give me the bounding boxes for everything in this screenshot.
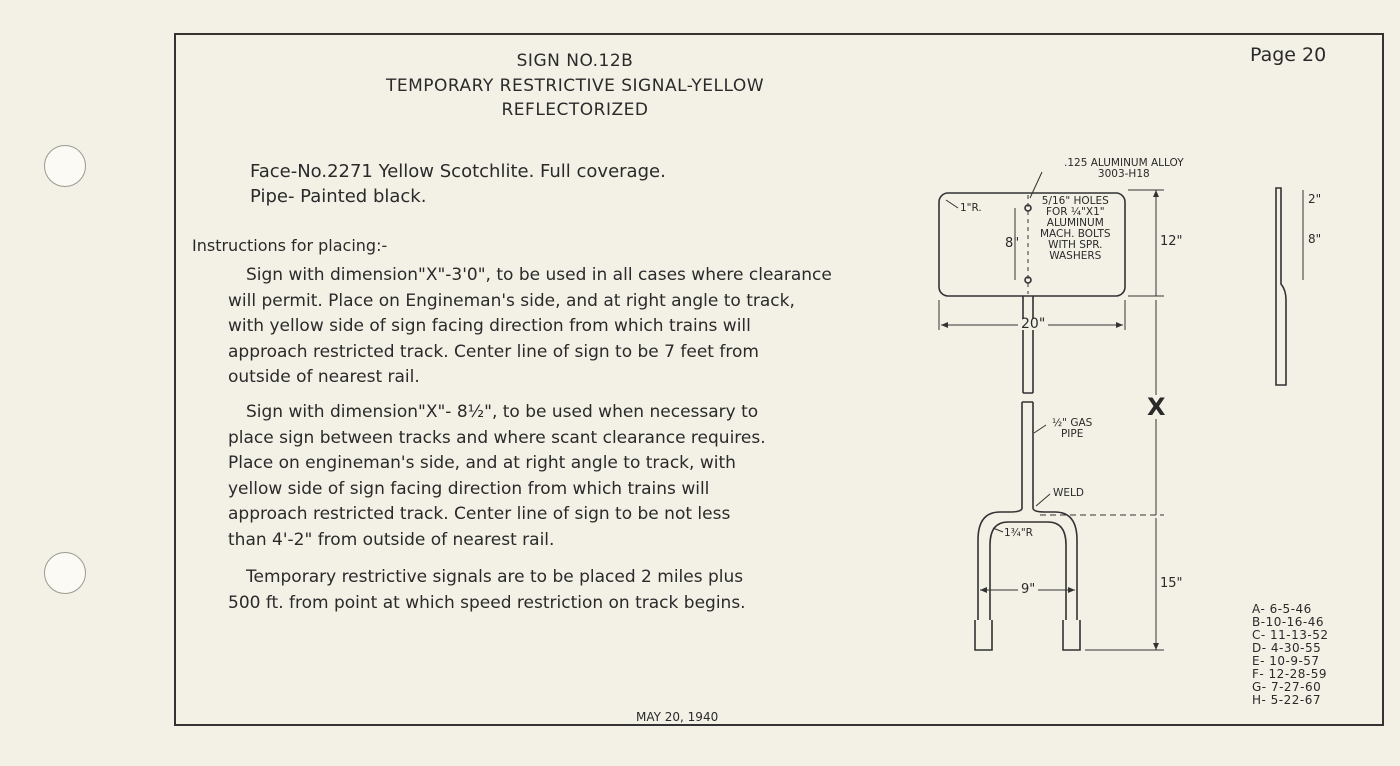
- weld-note: WELD: [1053, 487, 1084, 499]
- instruction-paragraph-1: Sign with dimension"X"-3'0", to be used …: [228, 265, 832, 388]
- dim-x-label: X: [1147, 393, 1166, 421]
- dim-arrow-12-top: [1153, 190, 1159, 197]
- corner-radius-label: 1"R.: [960, 202, 982, 214]
- dim-12-label: 12": [1160, 234, 1183, 249]
- side-dim-2-label: 2": [1308, 192, 1322, 206]
- revision-c: C- 11-13-52: [1252, 628, 1329, 642]
- revision-g: G- 7-27-60: [1252, 680, 1322, 694]
- left-foot: [974, 620, 993, 651]
- revision-h: H- 5-22-67: [1252, 693, 1322, 707]
- punch-hole-top: [44, 145, 86, 187]
- leader-material: [1029, 171, 1043, 199]
- revision-e: E- 10-9-57: [1252, 654, 1320, 668]
- sign-number: SIGN NO.12B: [516, 51, 634, 71]
- dim-9-label: 9": [1018, 583, 1039, 596]
- dim-arrow-15-bottom: [1153, 643, 1159, 650]
- side-dim-8-label: 8": [1308, 232, 1322, 246]
- leader-corner: [945, 199, 959, 209]
- holes-note: 5/16" HOLES FOR ¼"X1" ALUMINUM MACH. BOL…: [1040, 195, 1111, 262]
- dim-arrow-9-left: [980, 587, 987, 593]
- issue-date: MAY 20, 1940: [636, 710, 719, 724]
- dim-arrow-20-right: [1116, 322, 1123, 328]
- dim-arrow-9-right: [1068, 587, 1075, 593]
- bolt-hole-top: [1024, 204, 1032, 212]
- page-number: Page 20: [1250, 44, 1327, 66]
- pipe-note: ½" GAS PIPE: [1052, 417, 1093, 440]
- revision-b: B-10-16-46: [1252, 615, 1325, 629]
- dim-arrow-20-left: [941, 322, 948, 328]
- leader-bend: [992, 527, 1004, 533]
- bend-radius-label: 1¾"R: [1004, 527, 1033, 539]
- dim-15-label: 15": [1160, 576, 1183, 591]
- pipe-lower: [977, 401, 1078, 620]
- sign-subtitle: REFLECTORIZED: [501, 100, 649, 120]
- instructions-heading: Instructions for placing:-: [192, 236, 388, 255]
- pipe-upper: [1022, 296, 1034, 394]
- dim-20-label: 20": [1018, 317, 1049, 331]
- revision-d: D- 4-30-55: [1252, 641, 1322, 655]
- instruction-paragraph-3: Temporary restrictive signals are to be …: [228, 567, 746, 613]
- bolt-hole-bottom: [1024, 276, 1032, 284]
- side-view-pipe: [1275, 187, 1287, 386]
- right-foot: [1062, 620, 1081, 651]
- material-note: .125 ALUMINUM ALLOY 3003-H18: [1064, 157, 1184, 180]
- revision-f: F- 12-28-59: [1252, 667, 1328, 681]
- pipe-material: Pipe- Painted black.: [250, 186, 427, 207]
- pipe-inner: [989, 521, 1067, 620]
- dim-8-inner-label: 8": [1005, 236, 1020, 251]
- page-frame: [174, 33, 1384, 726]
- leader-pipe: [1033, 424, 1047, 434]
- punch-hole-bottom: [44, 552, 86, 594]
- face-material: Face-No.2271 Yellow Scotchlite. Full cov…: [250, 161, 666, 182]
- revision-a: A- 6-5-46: [1252, 602, 1312, 616]
- leader-weld: [1035, 493, 1051, 507]
- revision-list: A- 6-5-46 B-10-16-46 C- 11-13-52 D- 4-30…: [1252, 603, 1329, 707]
- instruction-paragraph-2: Sign with dimension"X"- 8½", to be used …: [228, 402, 766, 550]
- sign-title: TEMPORARY RESTRICTIVE SIGNAL-YELLOW: [385, 76, 765, 96]
